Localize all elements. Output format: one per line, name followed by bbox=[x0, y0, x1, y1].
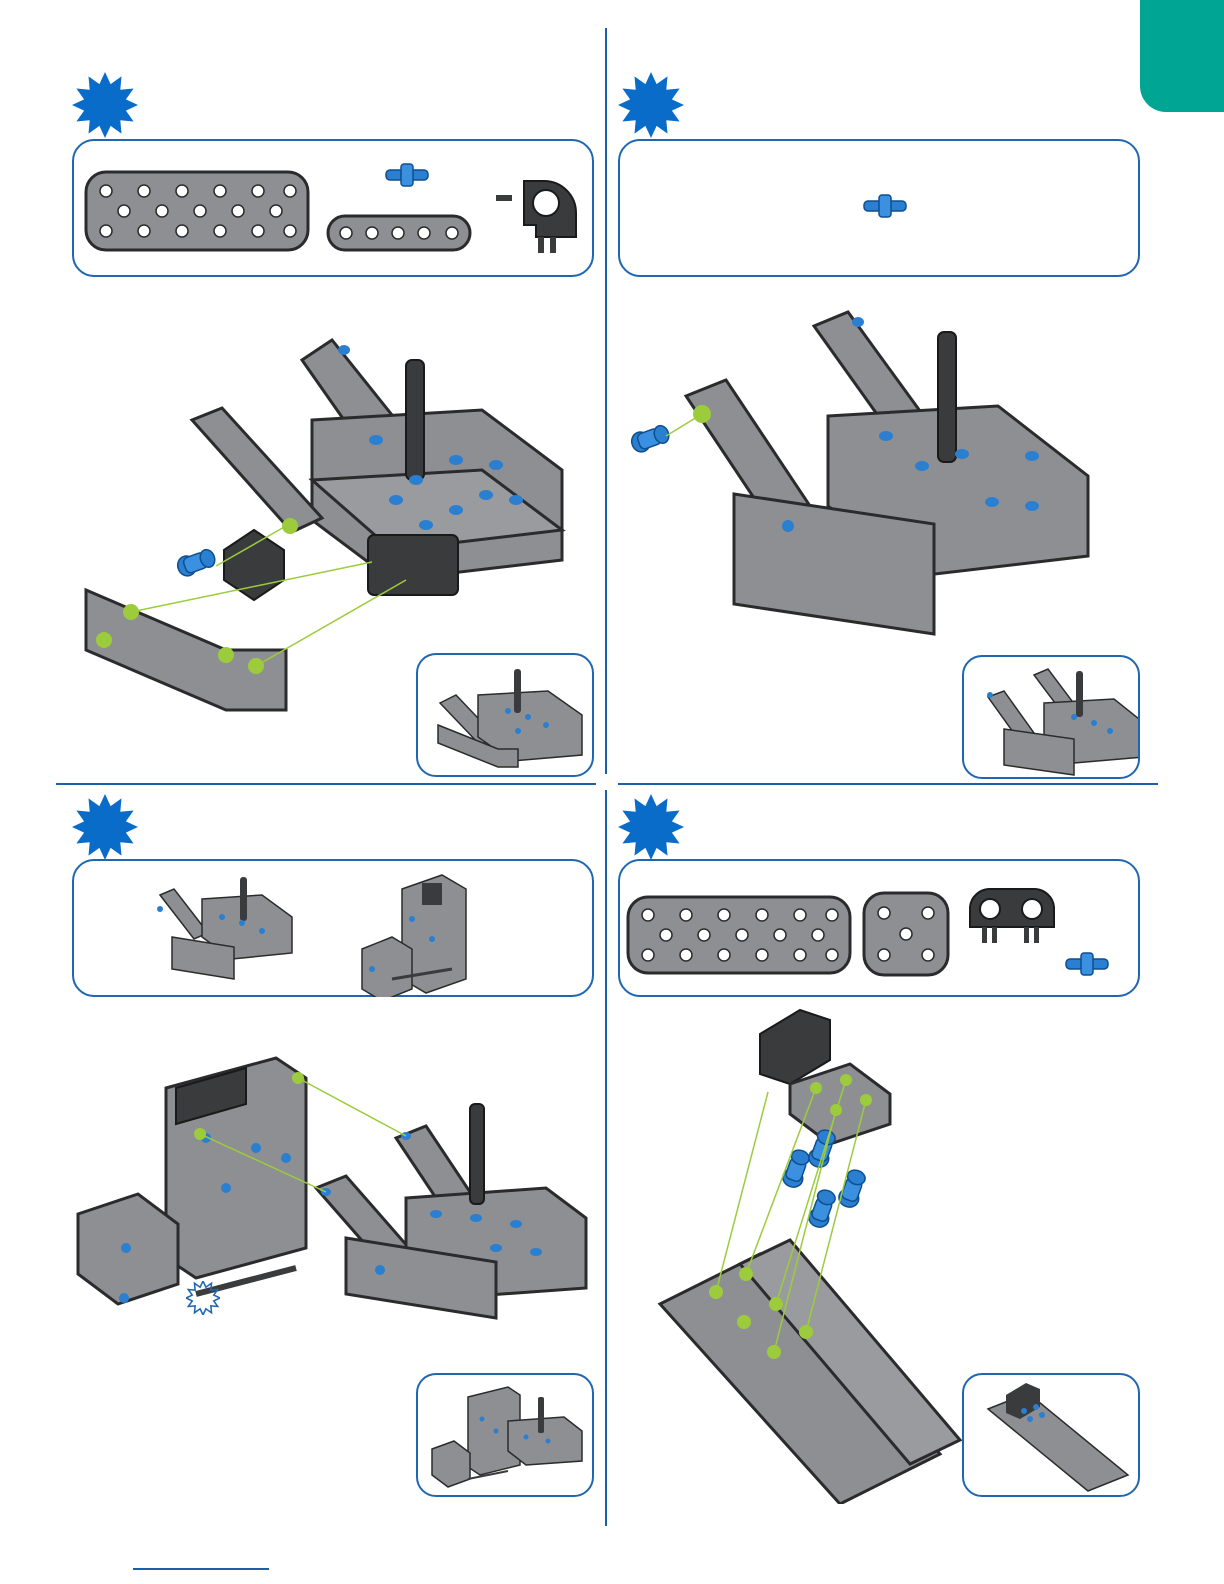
footer-rule bbox=[133, 1568, 269, 1570]
preview-inset bbox=[416, 653, 594, 777]
preview-inset bbox=[416, 1373, 594, 1497]
badge-star-icon bbox=[72, 72, 138, 138]
assembly-illustration bbox=[650, 1004, 970, 1504]
flip-star-icon bbox=[186, 1281, 220, 1315]
preview-inset bbox=[962, 655, 1140, 779]
parts-box bbox=[72, 139, 594, 277]
pin-icon bbox=[386, 164, 428, 186]
plate-2x2-icon bbox=[864, 893, 948, 975]
vertical-divider bbox=[605, 790, 607, 1526]
assembly-illustration bbox=[622, 306, 1142, 666]
parts-box bbox=[618, 139, 1140, 277]
assembly-illustration bbox=[76, 1048, 596, 1358]
corner-connector-icon bbox=[496, 181, 576, 253]
badge-star-icon bbox=[72, 794, 138, 860]
beam-1x5-icon bbox=[328, 216, 470, 250]
plate-2x6-icon bbox=[86, 172, 308, 250]
badge-star-icon bbox=[618, 794, 684, 860]
parts-box bbox=[618, 859, 1140, 997]
horizontal-divider bbox=[618, 783, 1158, 785]
badge-star-icon bbox=[618, 72, 684, 138]
plate-2x6-icon bbox=[628, 897, 850, 973]
horizontal-divider bbox=[56, 783, 596, 785]
preview-inset bbox=[962, 1373, 1140, 1497]
subassembly-arm-icon bbox=[157, 877, 292, 979]
double-connector-icon bbox=[970, 889, 1054, 943]
parts-box bbox=[72, 859, 594, 997]
base-assembly bbox=[302, 340, 562, 595]
section-tab bbox=[1140, 0, 1224, 112]
subassembly-frame-icon bbox=[362, 875, 466, 997]
pin-icon bbox=[864, 195, 906, 217]
vertical-divider bbox=[605, 28, 607, 774]
pin-icon bbox=[1066, 953, 1108, 975]
